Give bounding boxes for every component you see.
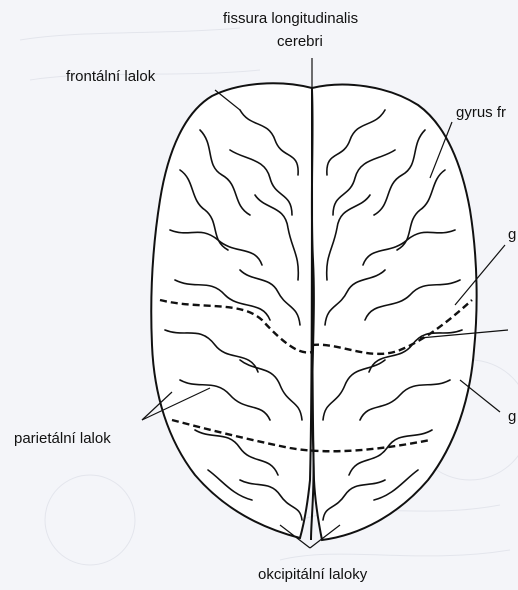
fissura-label-line2: cerebri <box>277 33 323 51</box>
right-hemisphere-outline <box>312 85 477 540</box>
occipital-lobes-label: okcipitální laloky <box>258 566 367 584</box>
parietal-lobe-label: parietální lalok <box>14 430 111 448</box>
right-cut-label-1: g <box>508 226 516 244</box>
fissura-label-line1: fissura longitudinalis <box>223 10 358 28</box>
frontal-lobe-label: frontální lalok <box>66 68 155 86</box>
right-cut-label-2: g <box>508 408 516 426</box>
gyrus-label: gyrus fr <box>456 104 506 122</box>
